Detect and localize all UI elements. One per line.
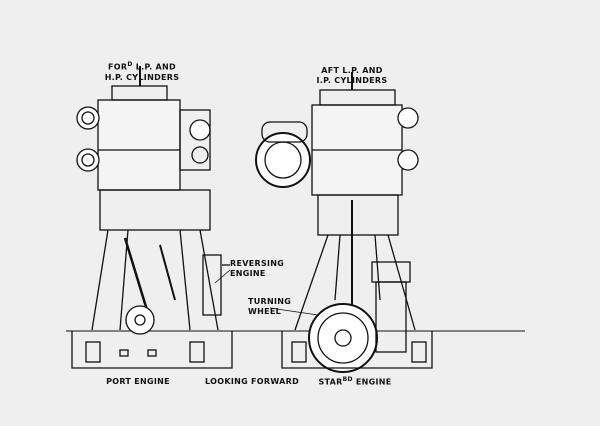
- turning-wheel-label: TURNING WHEEL: [248, 297, 291, 317]
- reversing-engine-label: REVERSING ENGINE: [230, 259, 284, 279]
- label-text: FOR: [108, 62, 128, 72]
- label-text: WHEEL: [248, 307, 282, 316]
- port-engine-drawing: [71, 66, 233, 369]
- fwd-cylinders-label: FORD L.P. AND H.P. CYLINDERS: [100, 60, 184, 83]
- label-text: STAR: [318, 377, 343, 387]
- label-text: REVERSING: [230, 259, 285, 268]
- label-superscript: D: [127, 61, 133, 68]
- label-text: I.P. CYLINDERS: [316, 76, 388, 85]
- label-text: H.P. CYLINDERS: [104, 72, 180, 82]
- label-text: AFT L.P. AND: [321, 66, 383, 75]
- looking-forward-label: LOOKING FORWARD: [205, 377, 300, 386]
- port-engine-label: PORT ENGINE: [106, 377, 170, 386]
- label-text: TURNING: [248, 297, 292, 306]
- label-text: ENGINE: [230, 269, 266, 278]
- label-superscript: BD: [342, 376, 353, 383]
- label-text: ENGINE: [352, 377, 392, 387]
- aft-cylinders-label: AFT L.P. AND I.P. CYLINDERS: [310, 66, 394, 86]
- starboard-engine-drawing: [255, 72, 433, 373]
- label-text: L.P. AND: [132, 62, 176, 72]
- starboard-engine-label: STARBD ENGINE: [313, 375, 397, 388]
